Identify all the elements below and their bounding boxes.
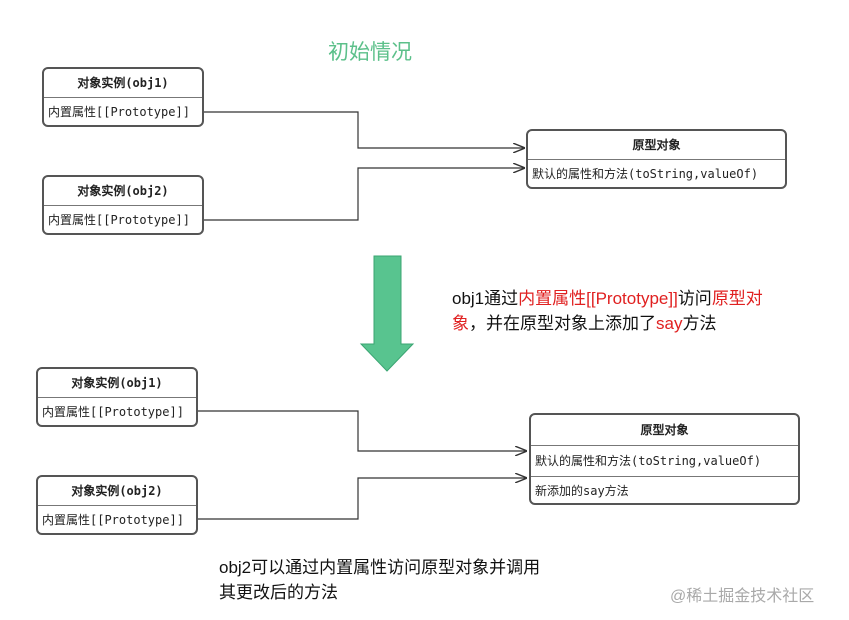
prototype-new-say-method: 新添加的say方法 bbox=[531, 476, 798, 505]
note1-text-2: 访问 bbox=[677, 289, 712, 308]
obj2-box-top: 对象实例(obj2) 内置属性[[Prototype]] bbox=[42, 175, 204, 235]
connector-obj1-top bbox=[204, 111, 524, 148]
obj2-header: 对象实例(obj2) bbox=[44, 177, 202, 206]
prototype-default-methods: 默认的属性和方法(toString,valueOf) bbox=[532, 167, 759, 181]
note1-highlight-proto-obj-a: 原型对 bbox=[711, 289, 763, 308]
obj1-box-top: 对象实例(obj1) 内置属性[[Prototype]] bbox=[42, 67, 204, 127]
note2-line1: obj2可以通过内置属性访问原型对象并调用 bbox=[219, 558, 541, 577]
prototype-header: 原型对象 bbox=[531, 415, 798, 446]
watermark: @稀土掘金技术社区 bbox=[670, 588, 815, 605]
obj1-box-bottom: 对象实例(obj1) 内置属性[[Prototype]] bbox=[36, 367, 198, 427]
note1-text-4: 方法 bbox=[682, 314, 717, 333]
obj2-prototype-prop: 内置属性[[Prototype]] bbox=[42, 513, 184, 527]
note1-highlight-say: say bbox=[656, 314, 683, 333]
prototype-box-bottom: 原型对象 默认的属性和方法(toString,valueOf) 新添加的say方… bbox=[529, 413, 800, 505]
connector-obj2-top bbox=[204, 168, 524, 221]
obj2-box-bottom: 对象实例(obj2) 内置属性[[Prototype]] bbox=[36, 475, 198, 535]
note2-line2: 其更改后的方法 bbox=[219, 583, 338, 602]
prototype-header: 原型对象 bbox=[528, 131, 785, 160]
note-add-say: obj1通过内置属性[[Prototype]]访问原型对象，并在原型对象上添加了… bbox=[452, 286, 832, 336]
obj1-prototype-prop: 内置属性[[Prototype]] bbox=[42, 405, 184, 419]
obj1-header: 对象实例(obj1) bbox=[44, 69, 202, 98]
note1-highlight-proto-obj-b: 象 bbox=[452, 314, 469, 333]
prototype-box-top: 原型对象 默认的属性和方法(toString,valueOf) bbox=[526, 129, 787, 189]
connector-obj2-bottom bbox=[198, 478, 526, 520]
obj1-prototype-prop: 内置属性[[Prototype]] bbox=[48, 105, 190, 119]
obj2-prototype-prop: 内置属性[[Prototype]] bbox=[48, 213, 190, 227]
top-title: 初始情况 bbox=[328, 41, 412, 64]
note1-text-1: obj1通过 bbox=[452, 289, 519, 308]
note1-highlight-prototype: 内置属性[[Prototype]] bbox=[518, 289, 678, 308]
note1-text-3: ，并在原型对象上添加了 bbox=[469, 314, 656, 333]
prototype-default-methods: 默认的属性和方法(toString,valueOf) bbox=[535, 454, 762, 468]
connector-obj1-bottom bbox=[198, 410, 526, 451]
note-obj2-access: obj2可以通过内置属性访问原型对象并调用 其更改后的方法 bbox=[219, 555, 540, 605]
down-arrow-icon bbox=[359, 255, 415, 372]
obj1-header: 对象实例(obj1) bbox=[38, 369, 196, 398]
obj2-header: 对象实例(obj2) bbox=[38, 477, 196, 506]
